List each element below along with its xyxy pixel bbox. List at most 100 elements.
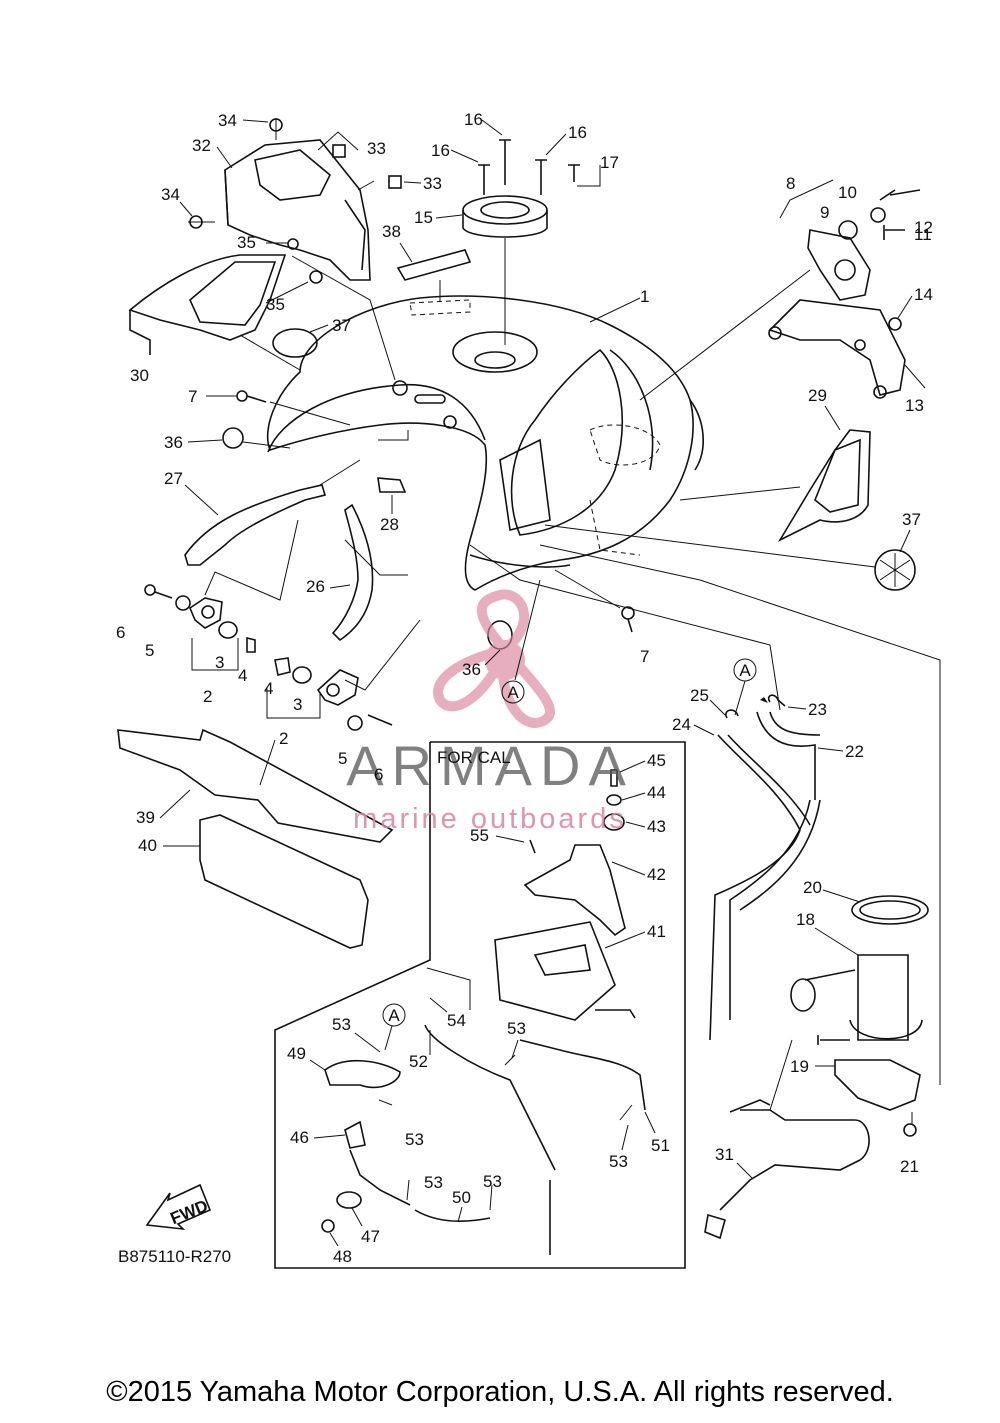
callout-43: 43	[647, 817, 666, 836]
left-cover-panel	[128, 254, 301, 371]
callout-34: 34	[161, 185, 180, 204]
callout-34: 34	[218, 111, 237, 130]
fuel-pump	[790, 895, 929, 1137]
callout-40: 40	[138, 836, 157, 855]
callout-51: 51	[651, 1136, 670, 1155]
callout-17: 17	[600, 153, 619, 172]
callout-20: 20	[803, 878, 822, 897]
callout-4: 4	[264, 679, 273, 698]
hose-22	[729, 711, 821, 1020]
mount-assembly-left	[144, 519, 299, 671]
leader-lines	[469, 544, 941, 1085]
callout-22: 22	[845, 742, 864, 761]
callout-15: 15	[414, 208, 433, 227]
callout-3: 3	[293, 695, 302, 714]
bolt-7-lower	[554, 569, 635, 633]
callout-26: 26	[306, 577, 325, 596]
callout-36: 36	[462, 660, 481, 679]
callout-53: 53	[424, 1173, 443, 1192]
for-cal-inset	[274, 741, 686, 1269]
callout-33: 33	[367, 139, 386, 158]
callout-50: 50	[452, 1188, 471, 1207]
callout-47: 47	[361, 1227, 380, 1246]
callout-14: 14	[914, 285, 933, 304]
fwd-label: FWD	[168, 1196, 211, 1228]
emblem-37-left	[272, 324, 329, 358]
fuel-tank	[266, 295, 705, 591]
bracket-26	[331, 503, 408, 642]
watermark-name: ARMADA	[346, 734, 634, 797]
right-side-panel	[679, 429, 871, 542]
fwd-arrow-icon: FWD	[145, 1183, 212, 1231]
callout-19: 19	[790, 1057, 809, 1076]
callout-16: 16	[464, 110, 483, 129]
mount-assembly-right	[266, 619, 421, 731]
callout-11: 11	[914, 225, 932, 244]
callout-numbers: 1 2 2 3 3 4 4 5 5 6 6 7 7 8 9 10 11 12 1…	[116, 110, 933, 1266]
callout-23: 23	[808, 700, 827, 719]
callout-4: 4	[238, 666, 247, 685]
right-bracket	[639, 179, 926, 401]
callout-16: 16	[568, 123, 587, 142]
callout-7: 7	[188, 387, 197, 406]
diagram-code: B875110-R270	[118, 1247, 231, 1266]
copyright-notice: ©2015 Yamaha Motor Corporation, U.S.A. A…	[106, 1376, 894, 1408]
reference-a-3-letter: A	[388, 1006, 400, 1025]
callout-21: 21	[900, 1157, 919, 1176]
pad-39	[117, 728, 394, 843]
clip-23	[760, 694, 786, 707]
callout-5: 5	[145, 641, 154, 660]
damper-36-left	[222, 427, 291, 449]
callout-38: 38	[382, 222, 401, 241]
callout-28: 28	[380, 515, 399, 534]
callout-41: 41	[647, 922, 666, 941]
callout-5: 5	[338, 749, 347, 768]
bracket-27	[184, 459, 361, 566]
clip-25	[725, 709, 739, 719]
callout-10: 10	[838, 183, 857, 202]
callout-9: 9	[820, 203, 829, 222]
callout-53: 53	[609, 1152, 628, 1171]
callout-36: 36	[164, 433, 183, 452]
callout-2: 2	[279, 729, 288, 748]
callout-33: 33	[423, 174, 442, 193]
callout-8: 8	[786, 174, 795, 193]
callout-24: 24	[672, 715, 691, 734]
callout-32: 32	[192, 136, 211, 155]
callout-3: 3	[215, 653, 224, 672]
callout-53: 53	[507, 1019, 526, 1038]
callout-37: 37	[902, 510, 921, 529]
emblem-37-right	[544, 524, 916, 591]
hose-31	[704, 1039, 870, 1240]
reference-a-1: A	[501, 579, 541, 704]
reference-a-3: A	[382, 1003, 406, 1051]
callout-29: 29	[808, 386, 827, 405]
callout-13: 13	[905, 396, 924, 415]
callout-6: 6	[374, 765, 383, 784]
callout-18: 18	[796, 910, 815, 929]
callout-53: 53	[332, 1015, 351, 1034]
callout-45: 45	[647, 751, 666, 770]
fuel-cap	[462, 139, 601, 345]
callout-7: 7	[640, 647, 649, 666]
hose-24	[709, 734, 811, 1041]
callout-53: 53	[405, 1130, 424, 1149]
callout-31: 31	[715, 1145, 734, 1164]
callout-44: 44	[647, 783, 666, 802]
callout-16: 16	[431, 141, 450, 160]
callout-39: 39	[136, 808, 155, 827]
callout-46: 46	[290, 1128, 309, 1147]
callout-2: 2	[203, 687, 212, 706]
callout-52: 52	[409, 1052, 428, 1071]
inset-title: FOR CAL	[437, 748, 511, 767]
rubber-28	[377, 430, 409, 493]
left-side-cover	[188, 118, 402, 381]
callout-12: 12	[914, 218, 933, 237]
callout-42: 42	[647, 865, 666, 884]
callout-37: 37	[332, 316, 351, 335]
callout-53: 53	[483, 1172, 502, 1191]
reference-a-1-letter: A	[507, 683, 519, 702]
bolt-7-left	[236, 390, 351, 426]
callout-25: 25	[690, 686, 709, 705]
callout-49: 49	[287, 1044, 306, 1063]
